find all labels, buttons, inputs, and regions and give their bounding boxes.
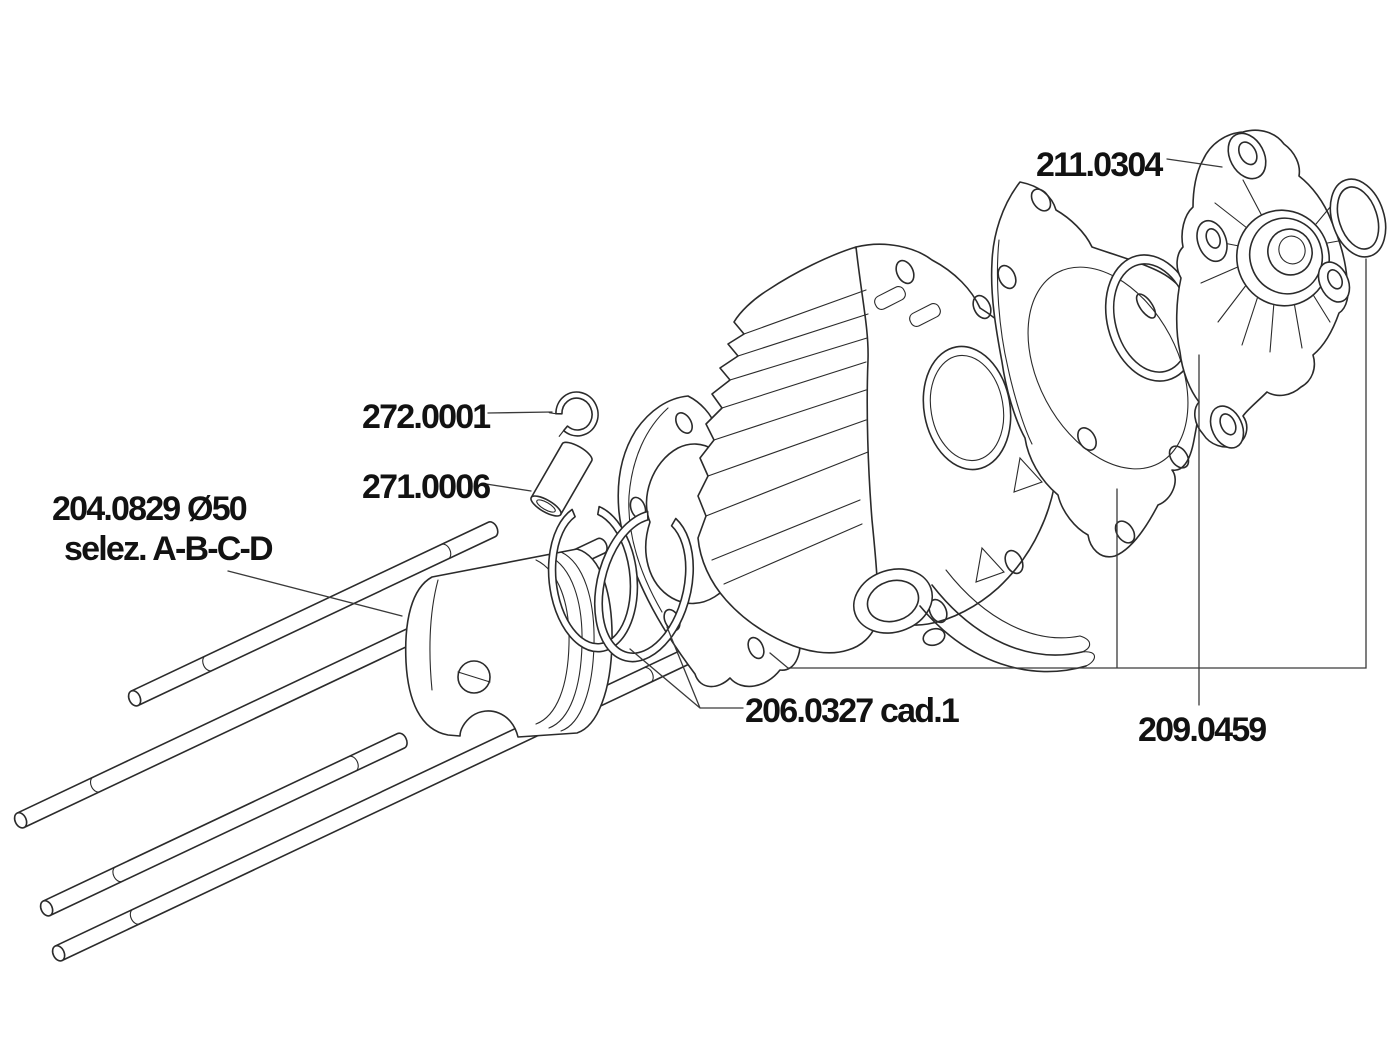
leader-cylinder-head xyxy=(1166,158,1223,168)
circlip-icon xyxy=(548,391,599,437)
cylinder-stud-icon xyxy=(39,732,408,917)
cylinder-stud-icon xyxy=(127,521,499,707)
leader-gasket-set xyxy=(629,626,744,709)
cylinder-head-icon xyxy=(1175,129,1351,449)
label-piston-pin: 271.0006 xyxy=(362,468,490,506)
head-gasket-icon xyxy=(990,181,1204,558)
leader-lines xyxy=(227,158,1367,709)
label-head-gasket-set: 209.0459 xyxy=(1138,711,1266,749)
cylinder-bore-icon xyxy=(922,345,1012,471)
combustion-dome-icon xyxy=(1235,209,1331,307)
leader-piston xyxy=(227,570,403,617)
leader-head-gasket-set xyxy=(769,258,1367,706)
leader-piston-pin xyxy=(485,483,532,492)
label-gasket-set: 206.0327 cad.1 xyxy=(745,692,959,730)
label-piston-size: 204.0829 Ø50 xyxy=(52,490,247,528)
piston-ring-icon xyxy=(593,510,695,663)
head-o-ring-small-icon xyxy=(1329,178,1387,258)
label-circlip: 272.0001 xyxy=(362,398,490,436)
piston-ring-icon xyxy=(547,505,639,653)
piston-pin-icon xyxy=(530,441,593,517)
exhaust-flange-icon xyxy=(852,568,946,647)
label-cylinder-head: 211.0304 xyxy=(1036,146,1163,184)
leader-circlip xyxy=(487,411,553,414)
label-piston-selection: selez. A-B-C-D xyxy=(64,530,273,568)
